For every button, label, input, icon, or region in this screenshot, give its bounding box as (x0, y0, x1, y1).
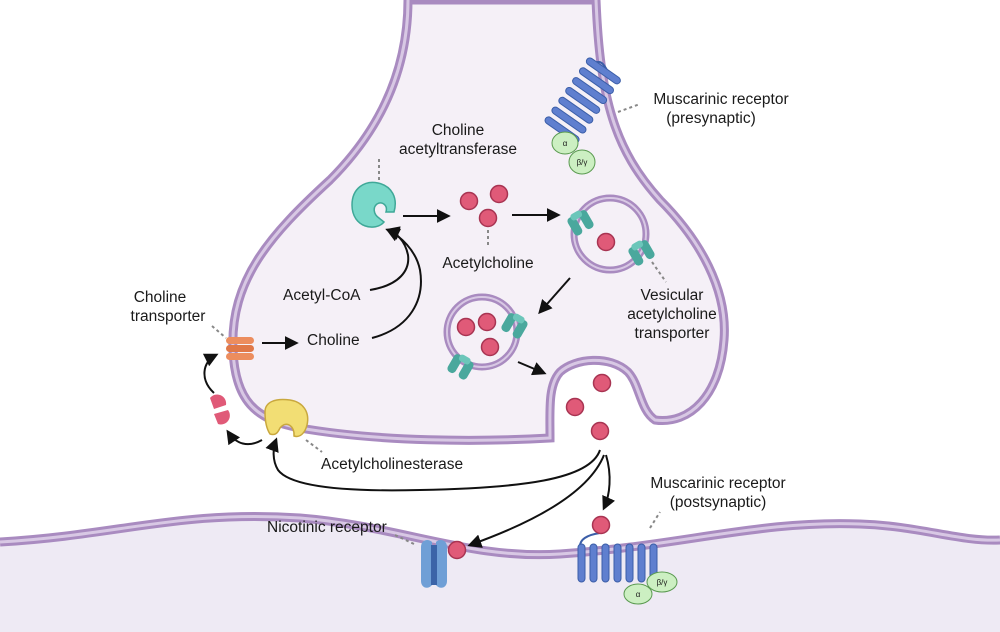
arrow-fragments-to-transporter (202, 353, 219, 394)
nicotinic-receptor-label: Nicotinic receptor (267, 519, 387, 536)
choline-transporter-label-line1: Choline (134, 289, 187, 306)
vacht-transporter-icon (501, 313, 528, 339)
acetylcholine-molecule (478, 208, 498, 228)
chat-label-line1: Choline (432, 122, 485, 139)
chat-label-line2: acetyltransferase (399, 141, 517, 158)
acetylcholine-molecule (489, 184, 509, 204)
ache-leader-line (305, 439, 323, 453)
muscarinic-receptor-post-icon: α β/γ (577, 515, 678, 605)
g-beta-gamma-pre-label: β/γ (577, 158, 588, 167)
released-acetylcholine (565, 373, 612, 441)
acetylcholine-molecule (477, 312, 497, 332)
musc-post-leader-line (649, 511, 661, 529)
musc-pre-leader-line (617, 103, 641, 113)
g-alpha-post-label: α (636, 590, 641, 599)
choline-transporter-leader-line (211, 325, 227, 339)
arrow-ach-to-ache (265, 437, 601, 492)
synaptic-vesicle (567, 194, 655, 274)
musc-post-label-line1: Muscarinic receptor (650, 475, 785, 492)
chat-enzyme-icon (351, 181, 396, 228)
acetylcholine-molecule (565, 397, 585, 417)
g-protein-pre: α β/γ (551, 131, 596, 175)
postsynaptic-membrane (0, 511, 1000, 632)
acetylcholine-molecule (596, 232, 616, 252)
acetylcholine-molecule (447, 540, 467, 560)
acetyl-coa-label: Acetyl-CoA (283, 287, 361, 304)
acetylcholine-molecule (591, 515, 611, 535)
vacht-transporter-icon (567, 210, 594, 236)
vacht-label-line2: acetylcholine (627, 306, 717, 323)
acetylcholinesterase-icon (264, 398, 309, 438)
vacht-transporter-icon (628, 240, 655, 266)
hydrolyzed-fragments-icon (210, 394, 230, 425)
loaded-synaptic-vesicle (443, 293, 528, 380)
choline-transporter-icon (226, 337, 254, 360)
arrow-choline-to-chat (371, 228, 422, 339)
muscarinic-receptor-pre-icon: α β/γ (544, 57, 621, 175)
acetylcholine-molecule (456, 317, 476, 337)
choline-label: Choline (307, 332, 360, 349)
arrow-vesicle-to-release (517, 361, 547, 376)
g-beta-gamma-post-label: β/γ (657, 578, 668, 587)
arrow-ache-to-fragments (226, 429, 263, 446)
arrow-vesicle-to-loaded-vesicle (538, 277, 571, 315)
vacht-leader-line (651, 261, 667, 283)
arrow-ach-to-muscarinic-post (602, 454, 616, 511)
musc-pre-label-line1: Muscarinic receptor (653, 91, 788, 108)
acetylcholinesterase-label: Acetylcholinesterase (321, 456, 463, 473)
acetylcholine-molecule (480, 337, 500, 357)
acetylcholine-molecule (459, 191, 479, 211)
musc-pre-label-line2: (presynaptic) (666, 110, 756, 127)
acetylcholine-label: Acetylcholine (442, 255, 533, 272)
vacht-transporter-icon (447, 354, 474, 380)
g-protein-post: α β/γ (623, 571, 678, 605)
nicotinic-receptor-icon (421, 539, 467, 588)
acetylcholine-molecule (592, 373, 612, 393)
vacht-label-line3: transporter (635, 325, 710, 342)
musc-post-label-line2: (postsynaptic) (670, 494, 766, 511)
vacht-label-line1: Vesicular (641, 287, 704, 304)
presynaptic-terminal (228, 0, 729, 445)
acetylcholine-molecules (459, 184, 509, 228)
choline-transporter-label-line2: transporter (131, 308, 206, 325)
arrow-ach-to-nicotinic (467, 454, 605, 548)
g-alpha-pre-label: α (563, 139, 568, 148)
acetylcholine-molecule (590, 421, 610, 441)
